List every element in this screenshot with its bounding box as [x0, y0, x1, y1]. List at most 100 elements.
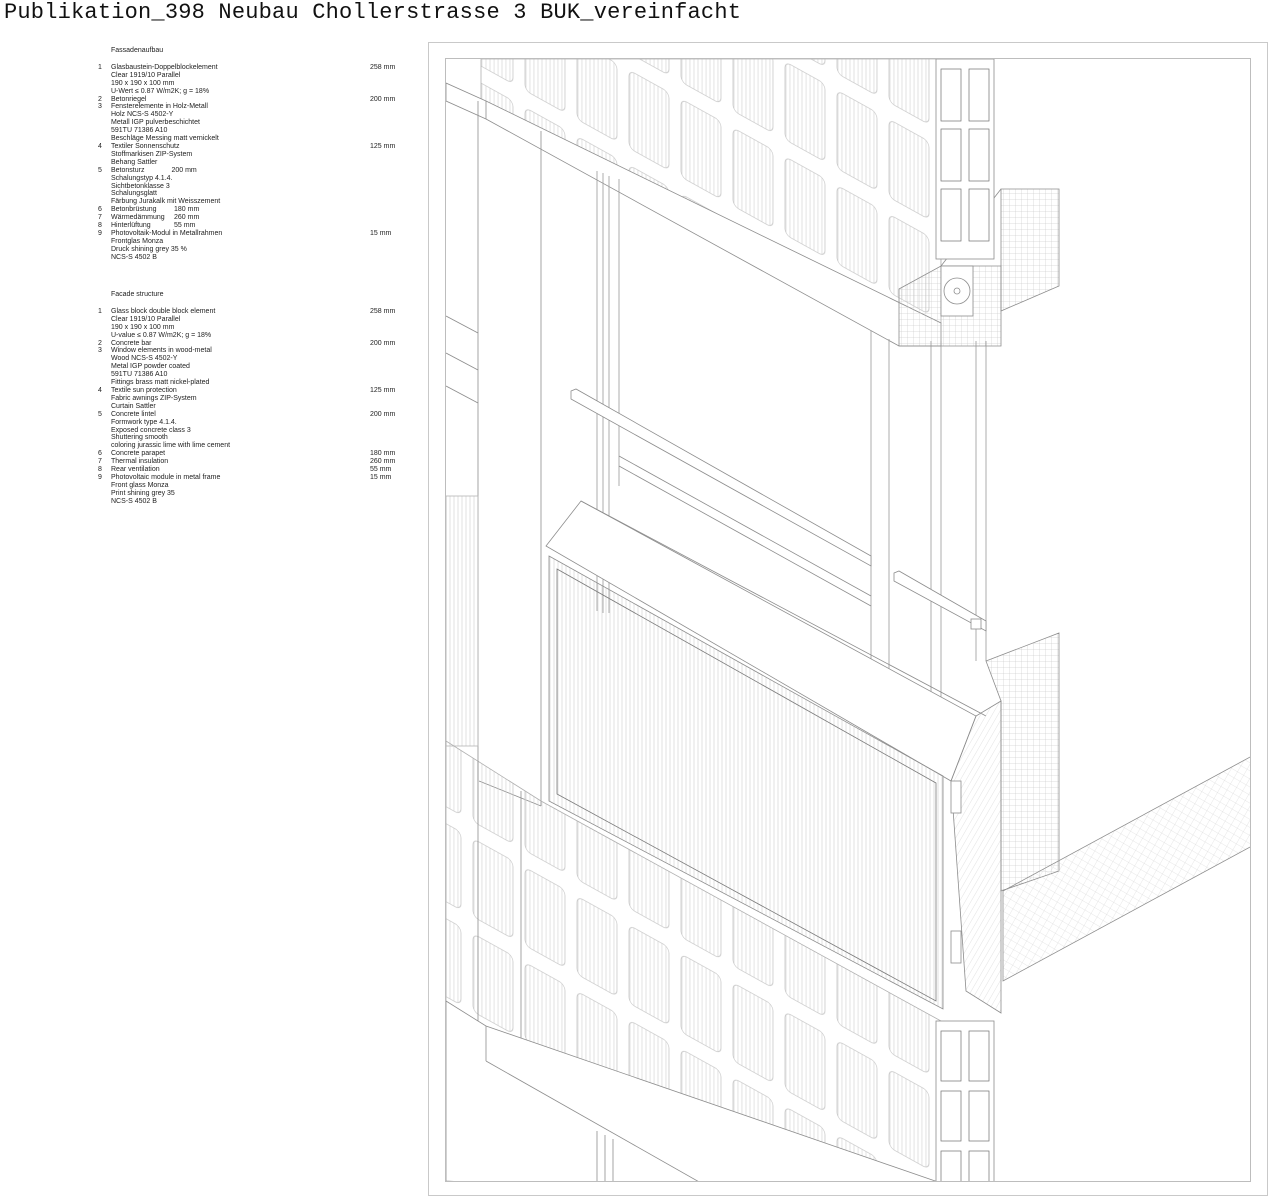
- legend-english: Facade structure 1 Glass block double blo…: [98, 291, 398, 506]
- legend-item-label: Glass block double block element: [111, 307, 216, 315]
- legend-item-number: 5: [98, 410, 102, 418]
- legend-item-number: 7: [98, 214, 102, 222]
- legend-item-dimension: 258 mm: [370, 307, 396, 315]
- legend-item-dimension: 125 mm: [370, 142, 396, 150]
- legend-item-dimension: 180 mm: [370, 450, 396, 458]
- legend-heading: Facade structure: [111, 291, 164, 298]
- legend-item-label: Thermal insulation: [111, 458, 169, 466]
- legend-item-dimension: 258 mm: [370, 63, 396, 71]
- legend-item-label: Betonbrüstung: [111, 206, 157, 214]
- legend-item-label: Fensterelemente in Holz-Metall: [111, 103, 208, 111]
- legend-item-detail: 591TU 71386 A10: [111, 371, 168, 379]
- legend-item-detail: Behang Sattler: [111, 158, 158, 166]
- legend-item-label: Betonriegel: [111, 95, 147, 103]
- legend-item: 7 Thermal insulation 260 mm: [98, 458, 398, 466]
- legend-item-number: 6: [98, 206, 102, 214]
- legend-item-inline-dimension: 180 mm: [174, 206, 200, 214]
- legend-item: 4 Textiler Sonnenschutz 125 mm Stoffmarki…: [98, 143, 398, 167]
- legend-item-number: 1: [98, 63, 102, 71]
- legend-item-detail: Wood NCS-S 4502-Y: [111, 355, 178, 363]
- legend-item-dimension: 15 mm: [370, 473, 392, 481]
- legend-item-number: 9: [98, 229, 102, 237]
- legend-item-number: 4: [98, 142, 102, 150]
- legend-item: 6 Betonbrüstung 180 mm: [98, 206, 398, 214]
- legend-item-label: Photovoltaik-Modul in Metallrahmen: [111, 229, 223, 237]
- legend-item-detail: Holz NCS-S 4502-Y: [111, 111, 174, 119]
- legend-item-detail: U-value ≤ 0.87 W/m2K; g = 18%: [111, 331, 212, 339]
- legend-item-number: 4: [98, 386, 102, 394]
- legend-item-detail: NCS-S 4502 B: [111, 497, 157, 505]
- legend-item-number: 1: [98, 307, 102, 315]
- legend-item-label: Textiler Sonnenschutz: [111, 142, 180, 150]
- legend-item-detail: Formwork type 4.1.4.: [111, 418, 177, 426]
- legend-item-detail: Fabric awnings ZIP-System: [111, 394, 197, 402]
- legend-item-dimension: 200 mm: [370, 95, 396, 103]
- facade-section-drawing: [445, 58, 1251, 1182]
- drawing-sheet-border: [428, 42, 1268, 1196]
- legend-item-number: 8: [98, 222, 102, 230]
- legend-item-detail: Clear 1919/10 Parallel: [111, 315, 181, 323]
- legend-item-detail: Beschläge Messing matt vernickelt: [111, 135, 219, 143]
- legend-item: 3 Fensterelemente in Holz-Metall Holz NCS…: [98, 103, 398, 143]
- legend-item-number: 9: [98, 473, 102, 481]
- legend-item-detail: Stoffmarkisen ZIP-System: [111, 150, 193, 158]
- legend-item-label: Window elements in wood-metal: [111, 347, 212, 355]
- legend-item-detail: Metall IGP pulverbeschichtet: [111, 119, 200, 127]
- legend-item-detail: Sichtbetonklasse 3: [111, 182, 170, 190]
- legend-item-detail: Schalungstyp 4.1.4.: [111, 174, 173, 182]
- legend-item-detail: Shuttering smooth: [111, 434, 168, 442]
- legend-item-label: Concrete parapet: [111, 450, 166, 458]
- legend-item-label: Rear ventilation: [111, 466, 160, 474]
- legend-item-dimension: 55 mm: [370, 466, 392, 474]
- legend-item-detail: Front glass Monza: [111, 481, 169, 489]
- drawing-linework: [446, 59, 1250, 1181]
- legend-item: 2 Betonriegel 200 mm: [98, 96, 398, 104]
- legend-item-number: 6: [98, 450, 102, 458]
- legend-item-detail: Frontglas Monza: [111, 237, 164, 245]
- legend-item-detail: NCS-S 4502 B: [111, 253, 157, 261]
- legend-item-dimension: 125 mm: [370, 386, 396, 394]
- legend-item-label: Photovoltaic module in metal frame: [111, 473, 221, 481]
- legend-german: Fassadenaufbau 1 Glasbaustein-Doppelblock…: [98, 47, 398, 262]
- legend-item-label: Wärmedämmung: [111, 214, 165, 222]
- legend-item-detail: Metal IGP powder coated: [111, 363, 190, 371]
- legend-item-detail: Färbung Jurakalk mit Weisszement: [111, 198, 221, 206]
- legend-item-detail: U-Wert ≤ 0.87 W/m2K; g = 18%: [111, 87, 210, 95]
- legend-item: 6 Concrete parapet 180 mm: [98, 450, 398, 458]
- legend-item-detail: Exposed concrete class 3: [111, 426, 191, 434]
- legend-item-detail: 190 x 190 x 100 mm: [111, 79, 175, 87]
- legend-item-number: 5: [98, 166, 102, 174]
- legend-item: 5 Concrete lintel 200 mm Formwork type 4.…: [98, 411, 398, 451]
- legend-item-dimension: 200 mm: [370, 410, 396, 418]
- legend-item-label: Concrete lintel: [111, 410, 156, 418]
- legend-item-detail: coloring jurassic lime with lime cement: [111, 442, 231, 450]
- legend-item: 8 Rear ventilation 55 mm: [98, 466, 398, 474]
- legend-item-detail: 190 x 190 x 100 mm: [111, 323, 175, 331]
- legend-item: 1 Glass block double block element 258 mm…: [98, 308, 398, 340]
- legend-item-number: 7: [98, 458, 102, 466]
- legend-item-inline-dimension: 260 mm: [174, 214, 200, 222]
- document-title: Publikation_398 Neubau Chollerstrasse 3 …: [4, 0, 742, 25]
- legend-item-number: 2: [98, 95, 102, 103]
- legend-item: 9 Photovoltaic module in metal frame 15 m…: [98, 474, 398, 506]
- isometric-facade-illustration: [446, 59, 1250, 1181]
- legend-item-number: 3: [98, 103, 102, 111]
- legend-item-number: 2: [98, 339, 102, 347]
- legend-item-detail: 591TU 71386 A10: [111, 127, 168, 135]
- legend-heading: Fassadenaufbau: [111, 47, 164, 54]
- legend-item-label: Glasbaustein-Doppelblockelement: [111, 63, 218, 71]
- legend-item-number: 8: [98, 466, 102, 474]
- legend-item-inline-dimension: 55 mm: [174, 222, 196, 230]
- legend-item-inline-dimension: 200 mm: [171, 166, 197, 174]
- legend-item-label: Concrete bar: [111, 339, 152, 347]
- legend-item-detail: Schalungsglatt: [111, 190, 157, 198]
- legend-item-detail: Curtain Sattler: [111, 402, 156, 410]
- legend-item: 7 Wärmedämmung 260 mm: [98, 214, 398, 222]
- legend-item-dimension: 260 mm: [370, 458, 396, 466]
- legend-item-detail: Clear 1919/10 Parallel: [111, 71, 181, 79]
